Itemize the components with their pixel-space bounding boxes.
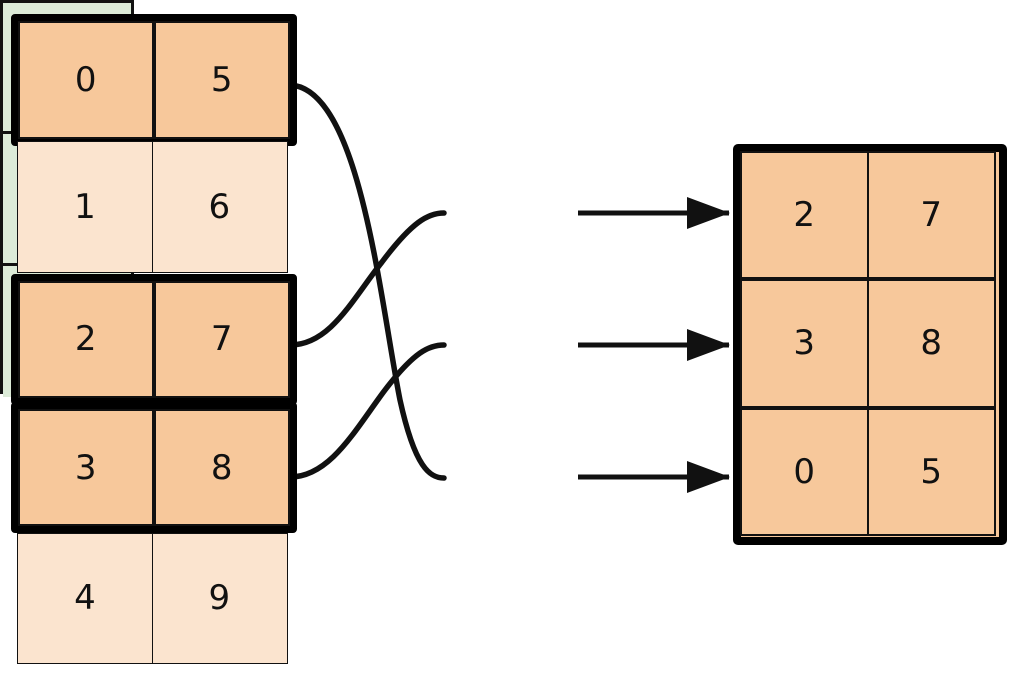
source-cell-1-1: 6 <box>151 141 288 273</box>
result-cell-2-0: 0 <box>740 407 869 536</box>
source-cell-0-1: 5 <box>154 21 290 139</box>
diagram-title: Index select (gather) of matrix rows <box>0 394 1 395</box>
result-row-1[interactable]: 3 8 <box>740 279 999 408</box>
source-cell-0-0: 0 <box>18 21 154 139</box>
result-cell-1-1: 8 <box>867 279 996 408</box>
result-cell-0-1: 7 <box>867 151 996 280</box>
source-matrix: 0 5 1 6 2 7 3 8 4 9 <box>11 14 297 672</box>
source-cell-2-1: 7 <box>154 280 290 399</box>
source-cell-1-0: 1 <box>17 141 154 273</box>
source-row-1[interactable]: 1 6 <box>17 141 290 274</box>
result-row-0[interactable]: 2 7 <box>740 151 999 280</box>
source-cell-4-1: 9 <box>151 532 288 665</box>
curve-row2-to-index-slot0 <box>287 210 447 348</box>
source-cell-3-1: 8 <box>154 408 290 527</box>
source-row-0[interactable]: 0 5 <box>11 14 297 146</box>
curve-row0-to-index-slot2 <box>287 82 447 481</box>
result-matrix: 2 7 3 8 0 5 <box>733 144 1007 545</box>
result-row-2[interactable]: 0 5 <box>740 407 999 537</box>
result-cell-2-1: 5 <box>867 407 996 536</box>
result-cell-0-0: 2 <box>740 151 869 280</box>
source-cell-3-0: 3 <box>18 408 154 527</box>
result-cell-1-0: 3 <box>740 279 869 408</box>
source-row-3[interactable]: 3 8 <box>11 401 297 534</box>
source-cell-4-0: 4 <box>17 532 154 665</box>
source-row-4[interactable]: 4 9 <box>17 532 290 665</box>
source-cell-2-0: 2 <box>18 280 154 399</box>
source-row-2[interactable]: 2 7 <box>11 273 297 406</box>
curve-row3-to-index-slot1 <box>287 342 447 480</box>
